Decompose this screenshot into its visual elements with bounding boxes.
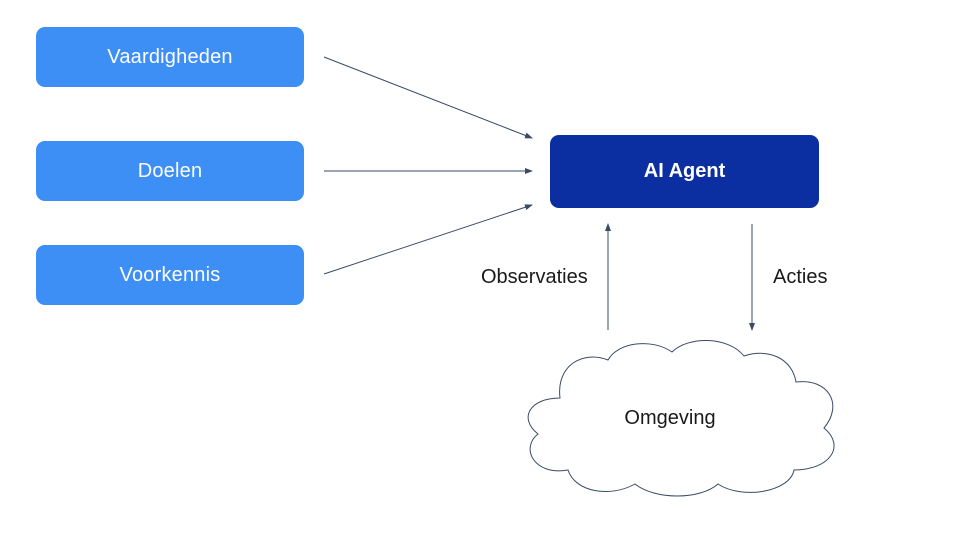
ai-agent-label: AI Agent bbox=[643, 160, 726, 182]
goals-box: Doelen bbox=[36, 141, 304, 201]
skills-box: Vaardigheden bbox=[36, 27, 304, 87]
observations-label: Observaties bbox=[481, 266, 588, 288]
environment-cloud-shape bbox=[527, 340, 835, 497]
prior-knowledge-label: Voorkennis bbox=[119, 263, 221, 286]
ai-agent-box: AI Agent bbox=[550, 135, 819, 208]
skills-label: Vaardigheden bbox=[107, 45, 233, 68]
arrow-skills-to-agent bbox=[323, 56, 533, 139]
arrow-knowledge-to-agent bbox=[323, 204, 533, 275]
prior-knowledge-box: Voorkennis bbox=[36, 245, 304, 305]
goals-label: Doelen bbox=[137, 159, 203, 182]
environment-label: Omgeving bbox=[624, 407, 716, 429]
actions-label: Acties bbox=[773, 266, 828, 288]
